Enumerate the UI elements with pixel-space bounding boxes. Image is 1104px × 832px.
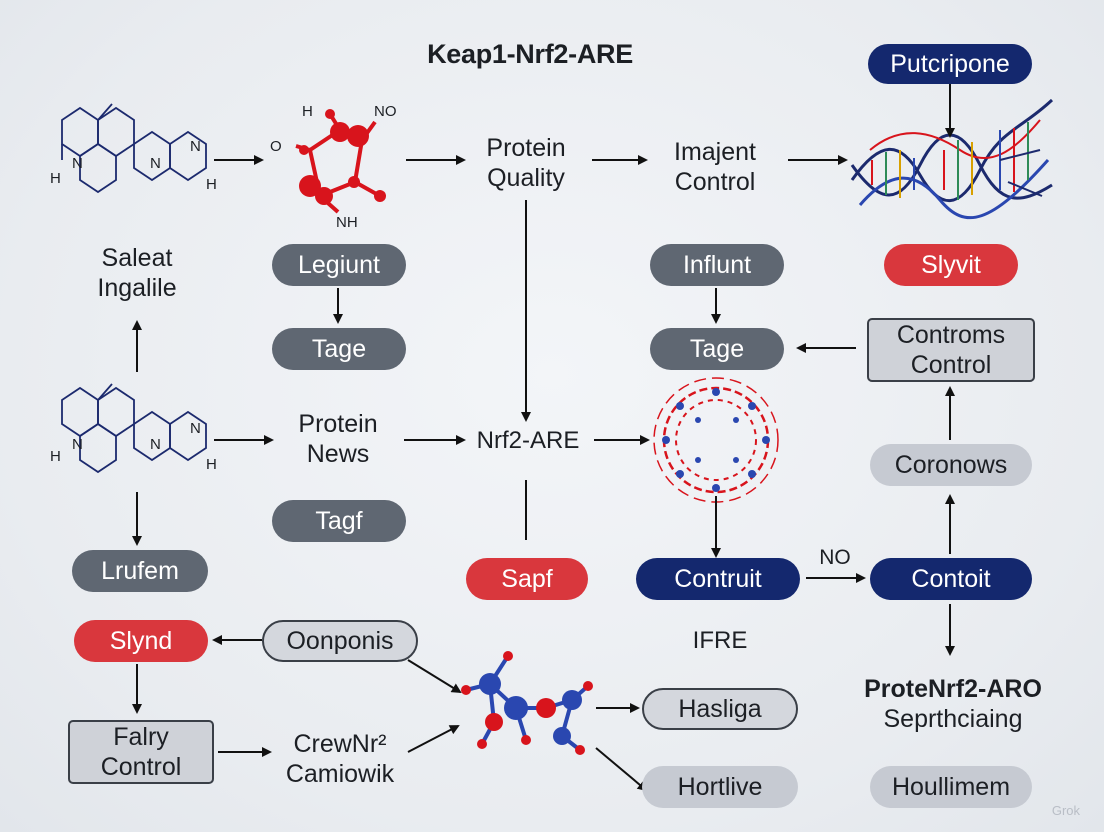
lrufem-node[interactable]: Lrufem [72,550,208,592]
arrow-mol-to-hortlive [595,747,648,792]
legiunt-node[interactable]: Legiunt [272,244,406,286]
arrow-crewnr-to-mol [407,725,460,753]
protenrf2-label: ProteNrf2-ARO Seprthciaing [864,675,1042,733]
ifre-label: IFRE [692,626,748,654]
atom-label-h: H [50,170,61,187]
ball-stick-molecule [461,651,593,755]
coronows-node[interactable]: Coronows [870,444,1032,486]
fused-ring-molecule-bottom [61,383,207,474]
atom-label-n: N [190,420,201,437]
influnt-node[interactable]: Influnt [650,244,784,286]
atom-label-h: H [50,448,61,465]
nrf2-are-label: Nrf2-ARE [476,426,580,454]
watermark: Grok [1051,803,1080,818]
atom-label-no: NO [374,103,397,120]
atom-label-h: H [206,456,217,473]
sapf-node[interactable]: Sapf [466,558,588,600]
atom-label-o: O [270,138,282,155]
diagram-title: Keap1-Nrf2-ARE [427,38,633,69]
atom-label-n: N [190,138,201,155]
atom-label-n: N [150,436,161,453]
arrow-oonponis-to-mol [407,659,462,694]
hortlive-node[interactable]: Hortlive [642,766,798,808]
houllimem-node[interactable]: Houllimem [870,766,1032,808]
atom-label-n: N [150,155,161,172]
contruit-node[interactable]: Contruit [636,558,800,600]
no-label: NO [819,546,851,570]
protein-ring [653,377,779,503]
atom-label-nh: NH [336,214,358,231]
atom-label-h: H [302,103,313,120]
hasliga-node[interactable]: Hasliga [642,688,798,730]
atom-label-n: N [72,155,83,172]
connector-arrows [132,84,955,792]
oonponis-node[interactable]: Oonponis [262,620,418,662]
slyvit-node[interactable]: Slyvit [884,244,1018,286]
tage-node-left[interactable]: Tage [272,328,406,370]
red-molecule [295,109,386,214]
contoit-node[interactable]: Contoit [870,558,1032,600]
slynd-node[interactable]: Slynd [74,620,208,662]
atom-label-h: H [206,176,217,193]
tage-node-right[interactable]: Tage [650,328,784,370]
tagf-node[interactable]: Tagf [272,500,406,542]
atom-label-n: N [72,436,83,453]
dna-helix [850,98,1054,220]
putcripone-node[interactable]: Putcripone [868,44,1032,84]
fused-ring-molecule-top [61,103,207,194]
